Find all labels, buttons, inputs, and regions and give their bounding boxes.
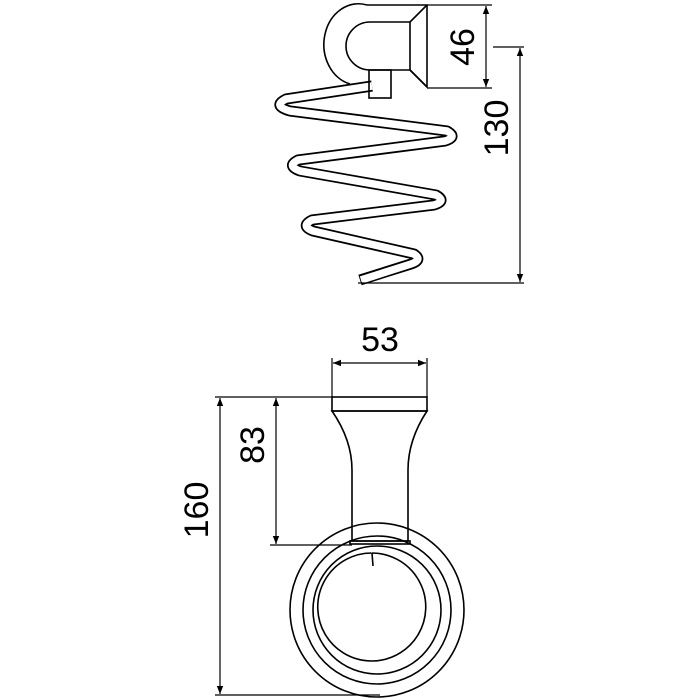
dim-130-label: 130 (478, 100, 516, 157)
neck (330, 396, 429, 545)
ring-holder (289, 522, 465, 698)
wall-bracket (323, 2, 428, 99)
dim-53-label: 53 (361, 321, 399, 359)
spiral-wire (274, 80, 458, 286)
dimension-83: 83 (234, 398, 352, 546)
dimension-46: 46 (427, 4, 492, 89)
dim-83-label: 83 (234, 426, 272, 464)
dimension-130: 130 (358, 46, 524, 284)
dimension-160: 160 (178, 396, 380, 696)
front-view: 53 83 160 (178, 321, 465, 698)
dim-46-label: 46 (444, 28, 482, 66)
dimension-53: 53 (331, 321, 428, 397)
dim-160-label: 160 (178, 482, 216, 539)
top-view: 46 130 (274, 2, 524, 286)
